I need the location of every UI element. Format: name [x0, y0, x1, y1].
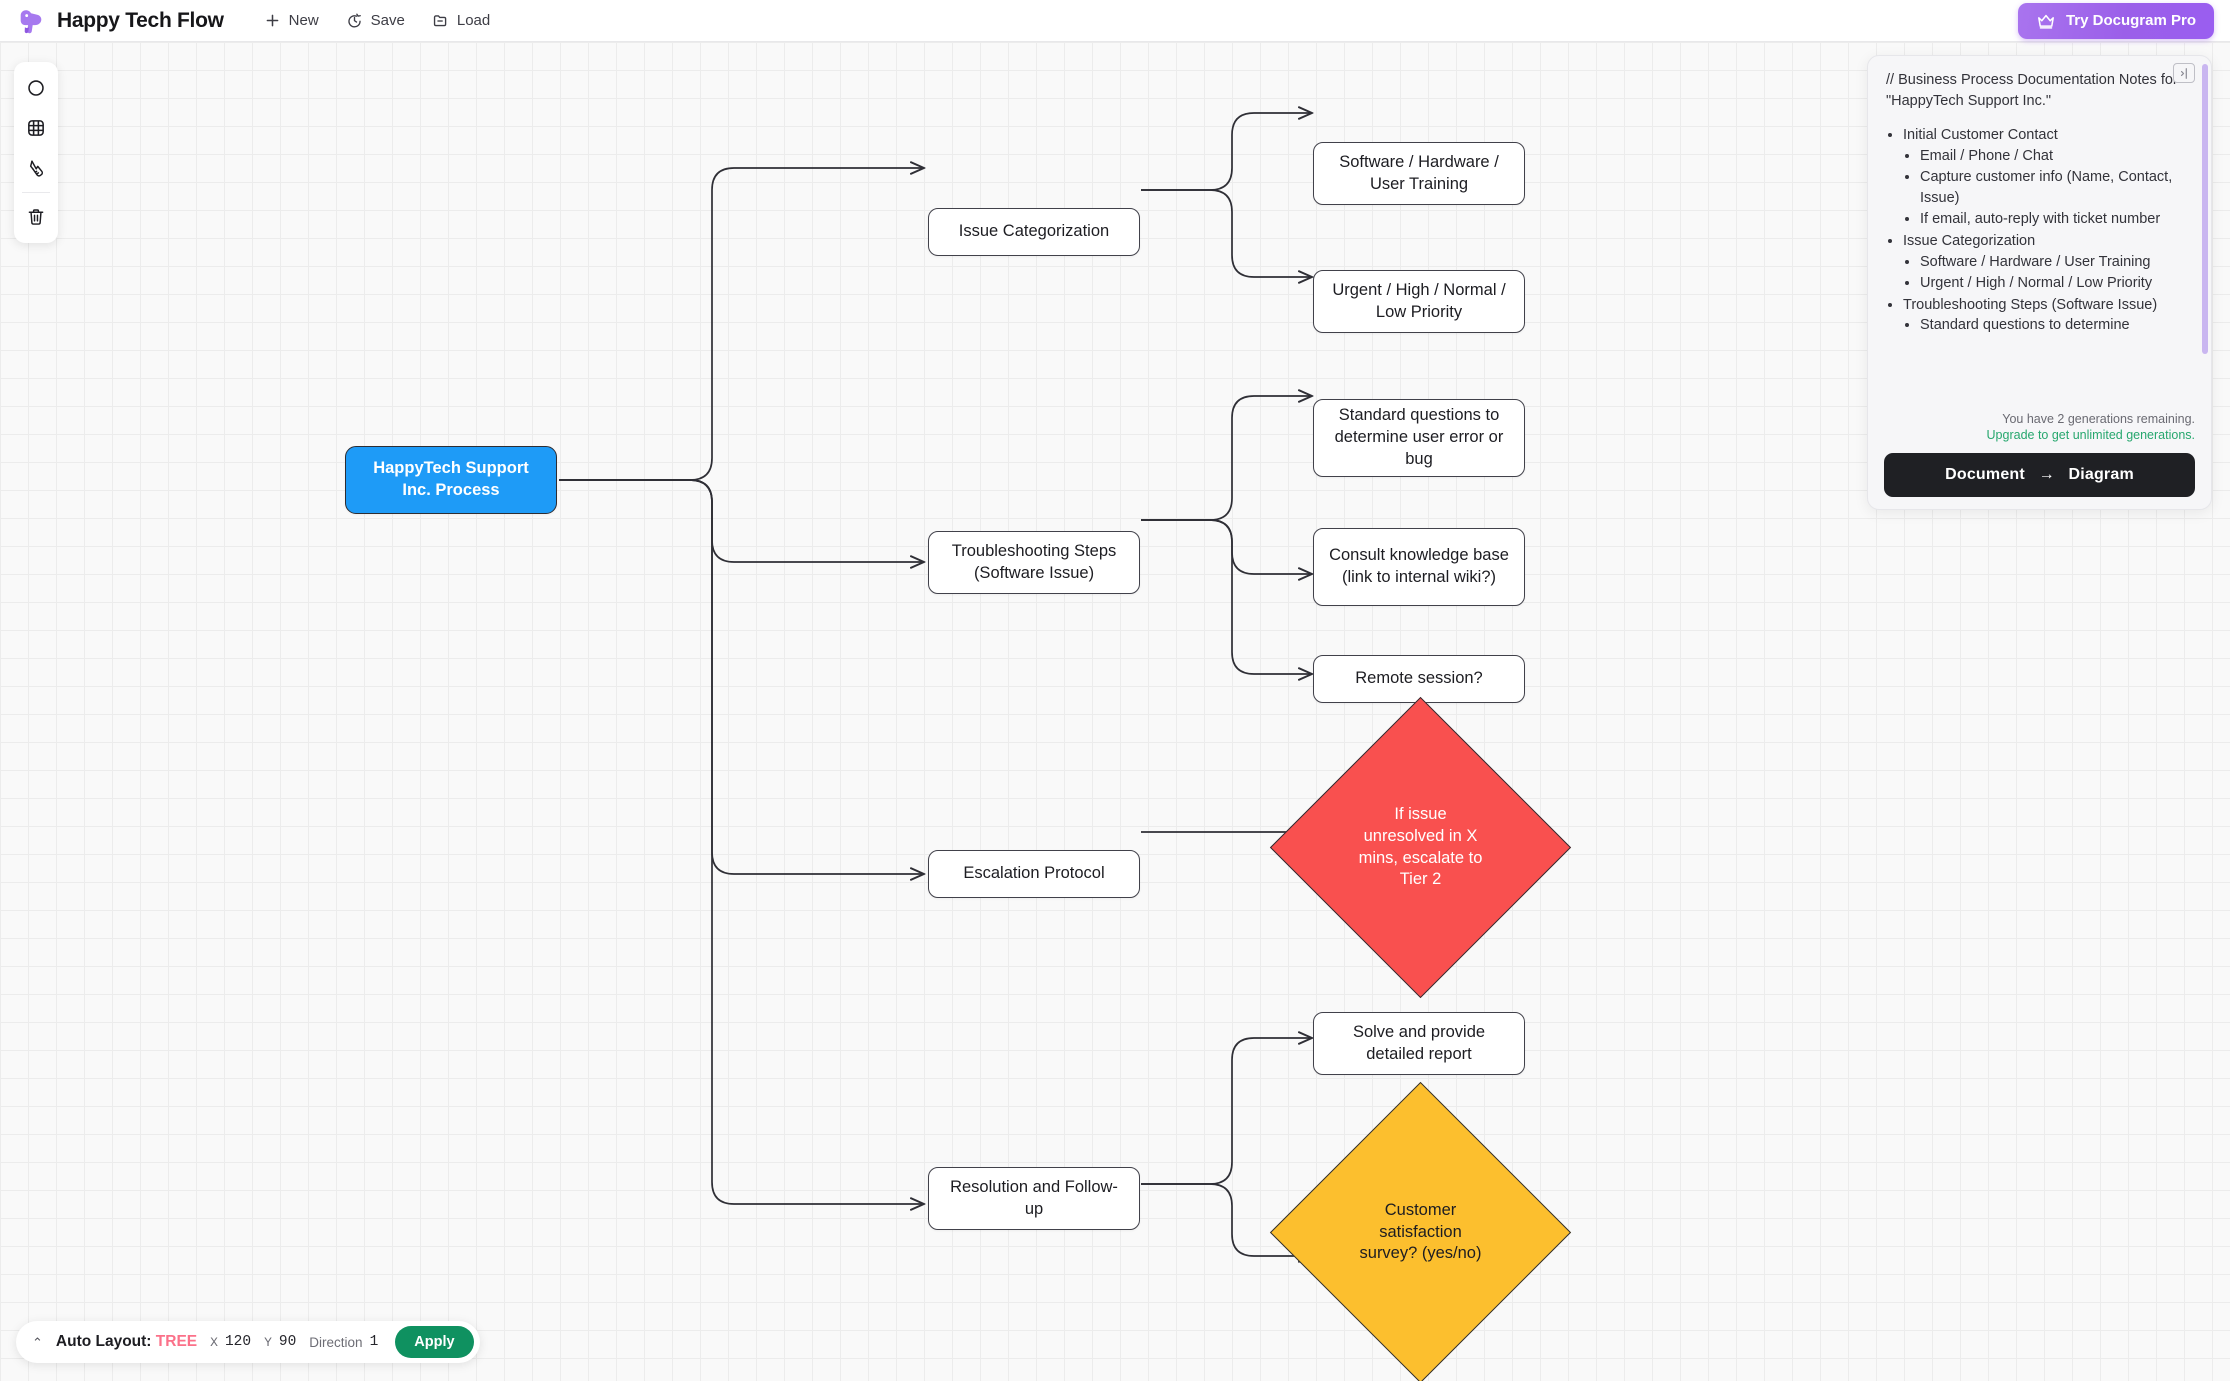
node-label: If issue unresolved in X mins, escalate … [1358, 804, 1483, 889]
select-hand-tool[interactable] [14, 148, 58, 188]
auto-layout-bar: ⌃ Auto Layout: TREE X 120 Y 90 Direction… [16, 1321, 480, 1363]
y-label: Y [264, 1334, 272, 1350]
apply-button[interactable]: Apply [395, 1326, 474, 1358]
list-item: Initial Customer Contact Email / Phone /… [1903, 125, 2193, 230]
grid-shape-tool[interactable] [14, 108, 58, 148]
node-label: Urgent / High / Normal / Low Priority [1332, 280, 1506, 321]
outline-label: Troubleshooting Steps (Software Issue) [1903, 296, 2158, 313]
auto-layout-label: Auto Layout: TREE [56, 1333, 197, 1351]
diagram-node-escalate-tier-2[interactable]: If issue unresolved in X mins, escalate … [1269, 696, 1572, 999]
y-value[interactable]: 90 [278, 1334, 297, 1350]
diagram-node-solve-detailed-report[interactable]: Solve and provide detailed report [1313, 1012, 1525, 1075]
diagram-edges [559, 42, 2230, 1381]
try-docugram-pro-button[interactable]: Try Docugram Pro [2017, 2, 2214, 39]
bird-logo-icon [20, 9, 42, 33]
node-label: Consult knowledge base (link to internal… [1329, 546, 1509, 586]
trash-icon [28, 209, 44, 225]
circle-shape-tool[interactable] [14, 68, 58, 108]
list-item: Email / Phone / Chat [1920, 146, 2193, 167]
panel-collapse-icon [2180, 67, 2187, 79]
doc-btn-right-label: Diagram [2068, 466, 2134, 483]
diagram-node-escalation-protocol[interactable]: Escalation Protocol [928, 850, 1140, 898]
upgrade-link[interactable]: Upgrade to get unlimited generations. [1986, 428, 2195, 442]
direction-label: Direction [309, 1334, 363, 1350]
node-label: HappyTech Support Inc. Process [373, 459, 529, 499]
outline-label: Initial Customer Contact [1903, 127, 2058, 144]
direction-value[interactable]: 1 [369, 1334, 379, 1350]
documentation-notes-panel: // Business Process Documentation Notes … [1867, 55, 2212, 510]
arrow-right-icon: → [2038, 466, 2055, 483]
outline-label: Issue Categorization [1903, 233, 2036, 250]
circle-icon [28, 80, 44, 96]
notes-outline: Initial Customer Contact Email / Phone /… [1903, 125, 2193, 336]
document-to-diagram-button[interactable]: Document → Diagram [1884, 453, 2195, 497]
grid-icon [28, 120, 44, 136]
diagram-node-troubleshooting-steps[interactable]: Troubleshooting Steps (Software Issue) [928, 531, 1140, 594]
notes-content[interactable]: // Business Process Documentation Notes … [1868, 56, 2211, 412]
app-brand: Happy Tech Flow [16, 6, 224, 36]
list-item: If email, auto-reply with ticket number [1920, 209, 2193, 230]
try-docugram-pro-label: Try Docugram Pro [2065, 12, 2196, 29]
auto-layout-text: Auto Layout: [55, 1333, 152, 1350]
doc-btn-left-label: Document [1945, 466, 2025, 483]
diagram-node-consult-knowledge-base[interactable]: Consult knowledge base (link to internal… [1313, 528, 1525, 606]
app-title: Happy Tech Flow [57, 8, 224, 32]
load-button[interactable]: Load [422, 6, 500, 35]
notes-footer: You have 2 generations remaining. Upgrad… [1868, 412, 2211, 509]
direction-field: Direction 1 [309, 1334, 378, 1350]
new-button-label: New [288, 12, 319, 29]
auto-layout-mode[interactable]: TREE [155, 1333, 198, 1350]
load-button-label: Load [456, 12, 491, 29]
diagram-node-software-hardware-training[interactable]: Software / Hardware / User Training [1313, 142, 1525, 205]
diagram-node-resolution-follow-up[interactable]: Resolution and Follow-up [928, 1167, 1140, 1230]
node-label: Escalation Protocol [963, 864, 1105, 883]
node-label: Software / Hardware / User Training [1339, 152, 1499, 193]
diagram-node-remote-session[interactable]: Remote session? [1313, 655, 1525, 703]
notes-scrollbar[interactable] [2202, 64, 2208, 354]
list-item: Troubleshooting Steps (Software Issue) S… [1903, 295, 2193, 336]
list-item: Urgent / High / Normal / Low Priority [1920, 273, 2193, 294]
node-label: Troubleshooting Steps (Software Issue) [951, 541, 1117, 582]
delete-tool[interactable] [14, 197, 58, 237]
diagram-canvas[interactable]: HappyTech Support Inc. Process Issue Cat… [0, 42, 2230, 1381]
outline-sublist: Standard questions to determine [1920, 315, 2193, 336]
list-item: Issue Categorization Software / Hardware… [1903, 231, 2193, 294]
shape-toolbar [14, 62, 58, 243]
x-label: X [210, 1334, 218, 1350]
diagram-node-satisfaction-survey[interactable]: Customer satisfaction survey? (yes/no) [1269, 1081, 1572, 1381]
notes-heading: // Business Process Documentation Notes … [1886, 72, 2178, 109]
panel-collapse-button[interactable] [2173, 63, 2195, 83]
outline-sublist: Software / Hardware / User Training Urge… [1920, 252, 2193, 294]
diagram-node-priority-levels[interactable]: Urgent / High / Normal / Low Priority [1313, 270, 1525, 333]
save-button[interactable]: Save [336, 6, 415, 35]
node-label: Customer satisfaction survey? (yes/no) [1359, 1200, 1482, 1263]
save-button-label: Save [370, 12, 405, 29]
diagram-node-standard-questions[interactable]: Standard questions to determine user err… [1313, 399, 1525, 477]
x-value[interactable]: 120 [224, 1334, 252, 1350]
file-menu: New Save Load [254, 6, 501, 35]
crown-icon [2037, 14, 2054, 29]
outline-sublist: Email / Phone / Chat Capture customer in… [1920, 146, 2193, 230]
toolbar-divider [22, 192, 50, 193]
plus-icon [266, 14, 279, 27]
new-button[interactable]: New [254, 6, 329, 35]
generations-remaining-text: You have 2 generations remaining. [2002, 412, 2195, 426]
save-clock-icon [347, 13, 361, 28]
node-label: Resolution and Follow-up [950, 1177, 1118, 1218]
folder-icon [433, 15, 447, 27]
node-label: Remote session? [1355, 669, 1483, 688]
collapse-caret-icon[interactable]: ⌃ [32, 1334, 43, 1350]
y-spacing-field: Y 90 [264, 1334, 296, 1350]
node-label: Solve and provide detailed report [1352, 1022, 1486, 1063]
node-label: Issue Categorization [958, 222, 1110, 241]
list-item: Software / Hardware / User Training [1920, 252, 2193, 273]
cursor-hand-icon [29, 160, 44, 177]
list-item: Standard questions to determine [1920, 315, 2193, 336]
diagram-node-root[interactable]: HappyTech Support Inc. Process [345, 446, 557, 514]
x-spacing-field: X 120 [210, 1334, 251, 1350]
top-toolbar: Happy Tech Flow New Save Load [0, 0, 2230, 42]
diagram-node-issue-categorization[interactable]: Issue Categorization [928, 208, 1140, 256]
node-label: Standard questions to determine user err… [1334, 406, 1504, 468]
list-item: Capture customer info (Name, Contact, Is… [1920, 167, 2193, 208]
